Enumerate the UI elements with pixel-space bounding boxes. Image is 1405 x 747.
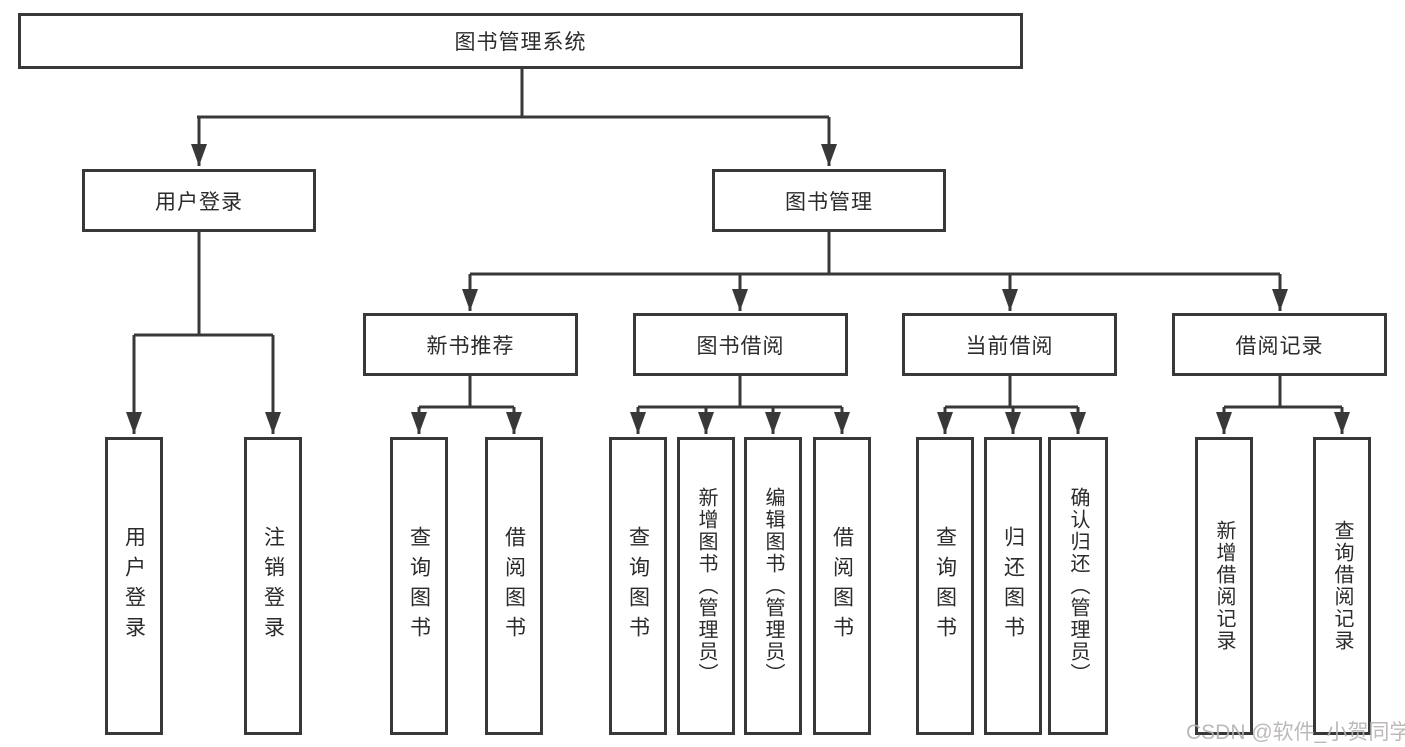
connector-book-borrow-group — [638, 376, 842, 409]
node-user-login-label: 用户登录 — [155, 190, 243, 214]
leaf-user-login-label: 用户登录 — [122, 526, 146, 646]
leaf-bb-edit-book-admin-label: 编辑图书（管理员） — [762, 487, 784, 685]
node-root-label: 图书管理系统 — [454, 31, 587, 54]
node-current-borrow-label: 当前借阅 — [965, 334, 1054, 358]
leaf-cb-return-book: 归还图书 — [984, 437, 1042, 735]
leaf-logout-label: 注销登录 — [261, 526, 285, 646]
leaf-nb-borrow-book-label: 借阅图书 — [502, 526, 526, 646]
node-borrow-record-label: 借阅记录 — [1235, 334, 1324, 358]
leaf-bb-add-book-admin-label: 新增图书（管理员） — [695, 487, 717, 685]
leaf-nb-query-book: 查询图书 — [390, 437, 448, 735]
connector-current-borrow-group — [945, 376, 1078, 409]
node-borrow-record: 借阅记录 — [1172, 313, 1387, 376]
leaf-br-query-record: 查询借阅记录 — [1313, 437, 1371, 735]
connector-new-book-group — [419, 376, 514, 409]
leaf-logout: 注销登录 — [244, 437, 302, 735]
node-current-borrow: 当前借阅 — [902, 313, 1117, 376]
node-new-book-recommend-label: 新书推荐 — [426, 334, 515, 358]
leaf-bb-edit-book-admin: 编辑图书（管理员） — [744, 437, 802, 735]
node-book-management: 图书管理 — [712, 169, 946, 232]
leaf-bb-add-book-admin: 新增图书（管理员） — [677, 437, 735, 735]
leaf-cb-confirm-return-admin: 确认归还（管理员） — [1048, 437, 1108, 735]
node-book-management-label: 图书管理 — [785, 190, 873, 214]
leaf-nb-borrow-book: 借阅图书 — [485, 437, 543, 735]
leaf-bb-borrow-book-label: 借阅图书 — [830, 526, 854, 646]
connector-borrow-record-group — [1224, 376, 1342, 409]
leaf-cb-query-book: 查询图书 — [916, 437, 974, 735]
node-book-borrow: 图书借阅 — [633, 313, 848, 376]
node-user-login: 用户登录 — [82, 169, 316, 232]
leaf-nb-query-book-label: 查询图书 — [407, 526, 431, 646]
node-new-book-recommend: 新书推荐 — [363, 313, 578, 376]
leaf-user-login: 用户登录 — [105, 437, 163, 735]
leaf-cb-confirm-return-admin-label: 确认归还（管理员） — [1067, 487, 1089, 685]
node-book-borrow-label: 图书借阅 — [696, 334, 785, 358]
csdn-watermark: CSDN @软件_小贺同学 — [1186, 721, 1405, 744]
leaf-cb-query-book-label: 查询图书 — [933, 526, 957, 646]
leaf-br-add-record: 新增借阅记录 — [1195, 437, 1253, 735]
leaf-bb-query-book-label: 查询图书 — [626, 526, 650, 646]
connector-user-login-group — [134, 232, 273, 337]
leaf-cb-return-book-label: 归还图书 — [1001, 526, 1025, 646]
leaf-bb-borrow-book: 借阅图书 — [813, 437, 871, 735]
leaf-br-query-record-label: 查询借阅记录 — [1331, 520, 1353, 652]
node-root-library-system: 图书管理系统 — [18, 13, 1023, 69]
connector-root-l2 — [197, 69, 829, 119]
connector-book-management-group — [470, 232, 1280, 276]
leaf-br-add-record-label: 新增借阅记录 — [1213, 520, 1235, 652]
leaf-bb-query-book: 查询图书 — [609, 437, 667, 735]
